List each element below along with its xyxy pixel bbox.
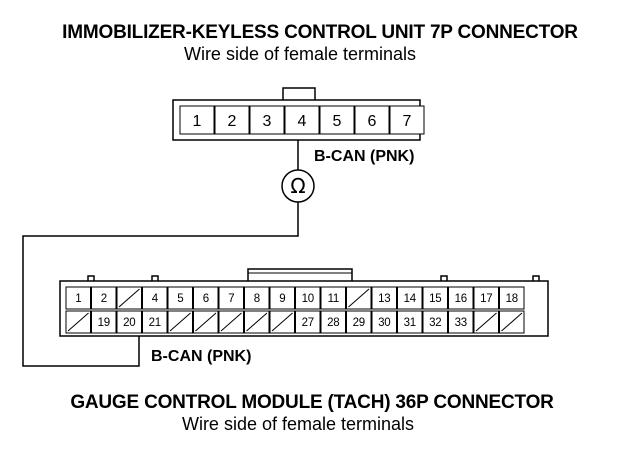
top-connector-subtitle: Wire side of female terminals — [184, 44, 416, 64]
housing-guides — [87, 275, 540, 281]
connector-lock-tab — [247, 268, 353, 281]
terminal-cell — [473, 286, 499, 310]
terminal-number: 9 — [279, 293, 285, 305]
unused-terminal-slash — [246, 312, 268, 332]
terminal-cell — [320, 310, 346, 334]
terminal-cell — [499, 286, 525, 310]
unused-terminal-slash — [67, 312, 89, 332]
terminal-number: 27 — [302, 317, 314, 329]
bottom-wire-label: B-CAN (PNK) — [151, 348, 251, 365]
unused-terminal-slash — [271, 312, 293, 332]
terminal-cell — [269, 286, 295, 310]
terminal-number: 7 — [228, 293, 234, 305]
terminal-number: 4 — [298, 113, 307, 130]
terminal-cell — [448, 286, 474, 310]
terminal-number: 20 — [123, 317, 135, 329]
terminal-cell — [193, 286, 219, 310]
terminal-cell — [422, 310, 448, 334]
terminal-number: 5 — [177, 293, 183, 305]
terminal-number: 10 — [302, 293, 314, 305]
terminal-cell — [319, 105, 355, 135]
terminal-cell — [91, 310, 117, 334]
unused-terminal-slash — [475, 312, 497, 332]
bottom-connector-title: GAUGE CONTROL MODULE (TACH) 36P CONNECTO… — [70, 392, 554, 413]
seven-pin-connector: 1 2 3 4 5 6 7 — [172, 87, 425, 141]
terminal-cell — [448, 310, 474, 334]
terminal-number: 16 — [455, 293, 467, 305]
terminal-number: 14 — [404, 293, 417, 305]
terminal-number: 7 — [403, 113, 412, 130]
terminal-cell — [354, 105, 390, 135]
terminal-cell — [295, 286, 321, 310]
terminal-cell — [167, 286, 193, 310]
terminal-number: 15 — [429, 293, 441, 305]
terminal-cell — [389, 105, 425, 135]
terminal-number: 33 — [455, 317, 467, 329]
terminal-number: 8 — [254, 293, 260, 305]
terminal-number: 32 — [429, 317, 441, 329]
terminal-cell — [116, 310, 142, 334]
terminal-number: 28 — [327, 317, 339, 329]
terminal-cell — [249, 105, 285, 135]
unused-terminal-slash — [220, 312, 242, 332]
terminal-number: 6 — [368, 113, 377, 130]
ohm-symbol: Ω — [290, 174, 305, 198]
unused-terminal-slash — [169, 312, 191, 332]
terminal-cell — [244, 286, 270, 310]
bottom-connector-subtitle: Wire side of female terminals — [182, 414, 414, 434]
terminal-cell — [142, 310, 168, 334]
terminal-cell — [284, 105, 320, 135]
terminal-number: 13 — [378, 293, 390, 305]
terminal-number: 1 — [75, 293, 81, 305]
terminal-cell — [218, 286, 244, 310]
ohmmeter-icon: Ω — [281, 169, 315, 203]
unused-terminal-slash — [501, 312, 523, 332]
terminal-number: 18 — [506, 293, 518, 305]
thirty-six-pin-connector: 1 2 4 5 6 7 8 9 10 11 13 14 15 16 17 18 19 20 21 27 28 29 30 31… — [59, 268, 549, 337]
terminal-cell — [320, 286, 346, 310]
terminal-cell — [397, 286, 423, 310]
top-wire-label: B-CAN (PNK) — [314, 148, 414, 165]
terminal-cell — [65, 286, 91, 310]
terminal-cell — [422, 286, 448, 310]
unused-terminal-slash — [118, 288, 140, 308]
terminal-number: 30 — [378, 317, 390, 329]
seven-pin-terminals: 1 2 3 4 5 6 7 — [179, 105, 425, 135]
terminal-number: 17 — [480, 293, 492, 305]
terminal-cell — [91, 286, 117, 310]
lower-test-wire — [22, 202, 299, 367]
terminal-number: 6 — [203, 293, 209, 305]
top-connector-title: IMMOBILIZER-KEYLESS CONTROL UNIT 7P CONN… — [62, 22, 578, 43]
unused-terminal-slash — [348, 288, 370, 308]
terminal-number: 2 — [228, 113, 237, 130]
terminal-number: 3 — [263, 113, 272, 130]
terminal-number: 21 — [149, 317, 161, 329]
unused-terminal-slash — [195, 312, 217, 332]
terminal-cell — [346, 310, 372, 334]
terminal-cell — [295, 310, 321, 334]
connector-latch — [282, 87, 316, 100]
terminal-number: 5 — [333, 113, 342, 130]
terminal-number: 19 — [98, 317, 110, 329]
thirty-six-pin-terminals: 1 2 4 5 6 7 8 9 10 11 13 14 15 16 17 18 19 20 21 27 28 29 30 31… — [65, 286, 525, 334]
terminal-cell — [371, 310, 397, 334]
terminal-cell — [371, 286, 397, 310]
terminal-cell — [142, 286, 168, 310]
terminal-cell — [397, 310, 423, 334]
terminal-number: 11 — [328, 293, 339, 305]
terminal-cell — [214, 105, 250, 135]
terminal-number: 31 — [404, 317, 416, 329]
terminal-number: 1 — [193, 113, 202, 130]
terminal-number: 4 — [152, 293, 159, 305]
terminal-cell — [179, 105, 215, 135]
terminal-number: 2 — [101, 293, 107, 305]
terminal-number: 29 — [353, 317, 365, 329]
